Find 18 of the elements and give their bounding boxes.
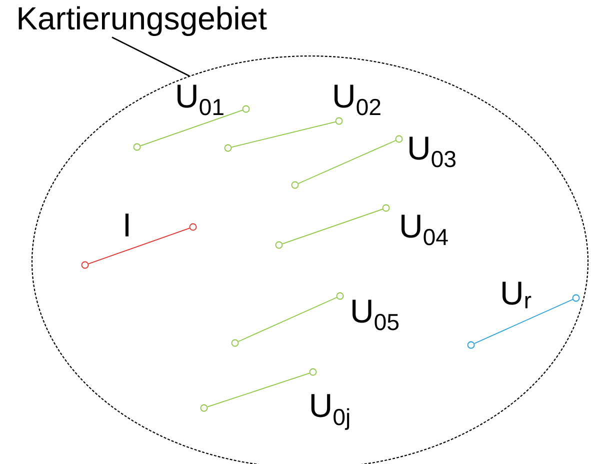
line-segment: [282, 208, 383, 244]
segment-label: U$_{01}$: [178, 84, 224, 116]
line-segment: [238, 297, 338, 342]
segment-label: U$_{0j}$: [311, 394, 350, 430]
segment-label: U$_{03}$: [410, 136, 456, 168]
segment-label: I: [125, 214, 129, 236]
segment-label: U$_{04}$: [402, 214, 448, 246]
line-segment: [298, 140, 396, 184]
line-segment: [231, 121, 336, 148]
line-segment: [474, 299, 574, 344]
line-segment: [88, 228, 190, 264]
segment-label: U$_{05}$: [352, 300, 399, 330]
segment-label: U$_{02}$: [334, 84, 380, 116]
area-label: Kartierungsgebiet: [18, 6, 267, 36]
mapping-area-outline: [31, 55, 589, 464]
line-segment: [207, 372, 310, 408]
segment-label: U$_{r}$: [502, 282, 532, 308]
line-segment: [140, 110, 243, 146]
